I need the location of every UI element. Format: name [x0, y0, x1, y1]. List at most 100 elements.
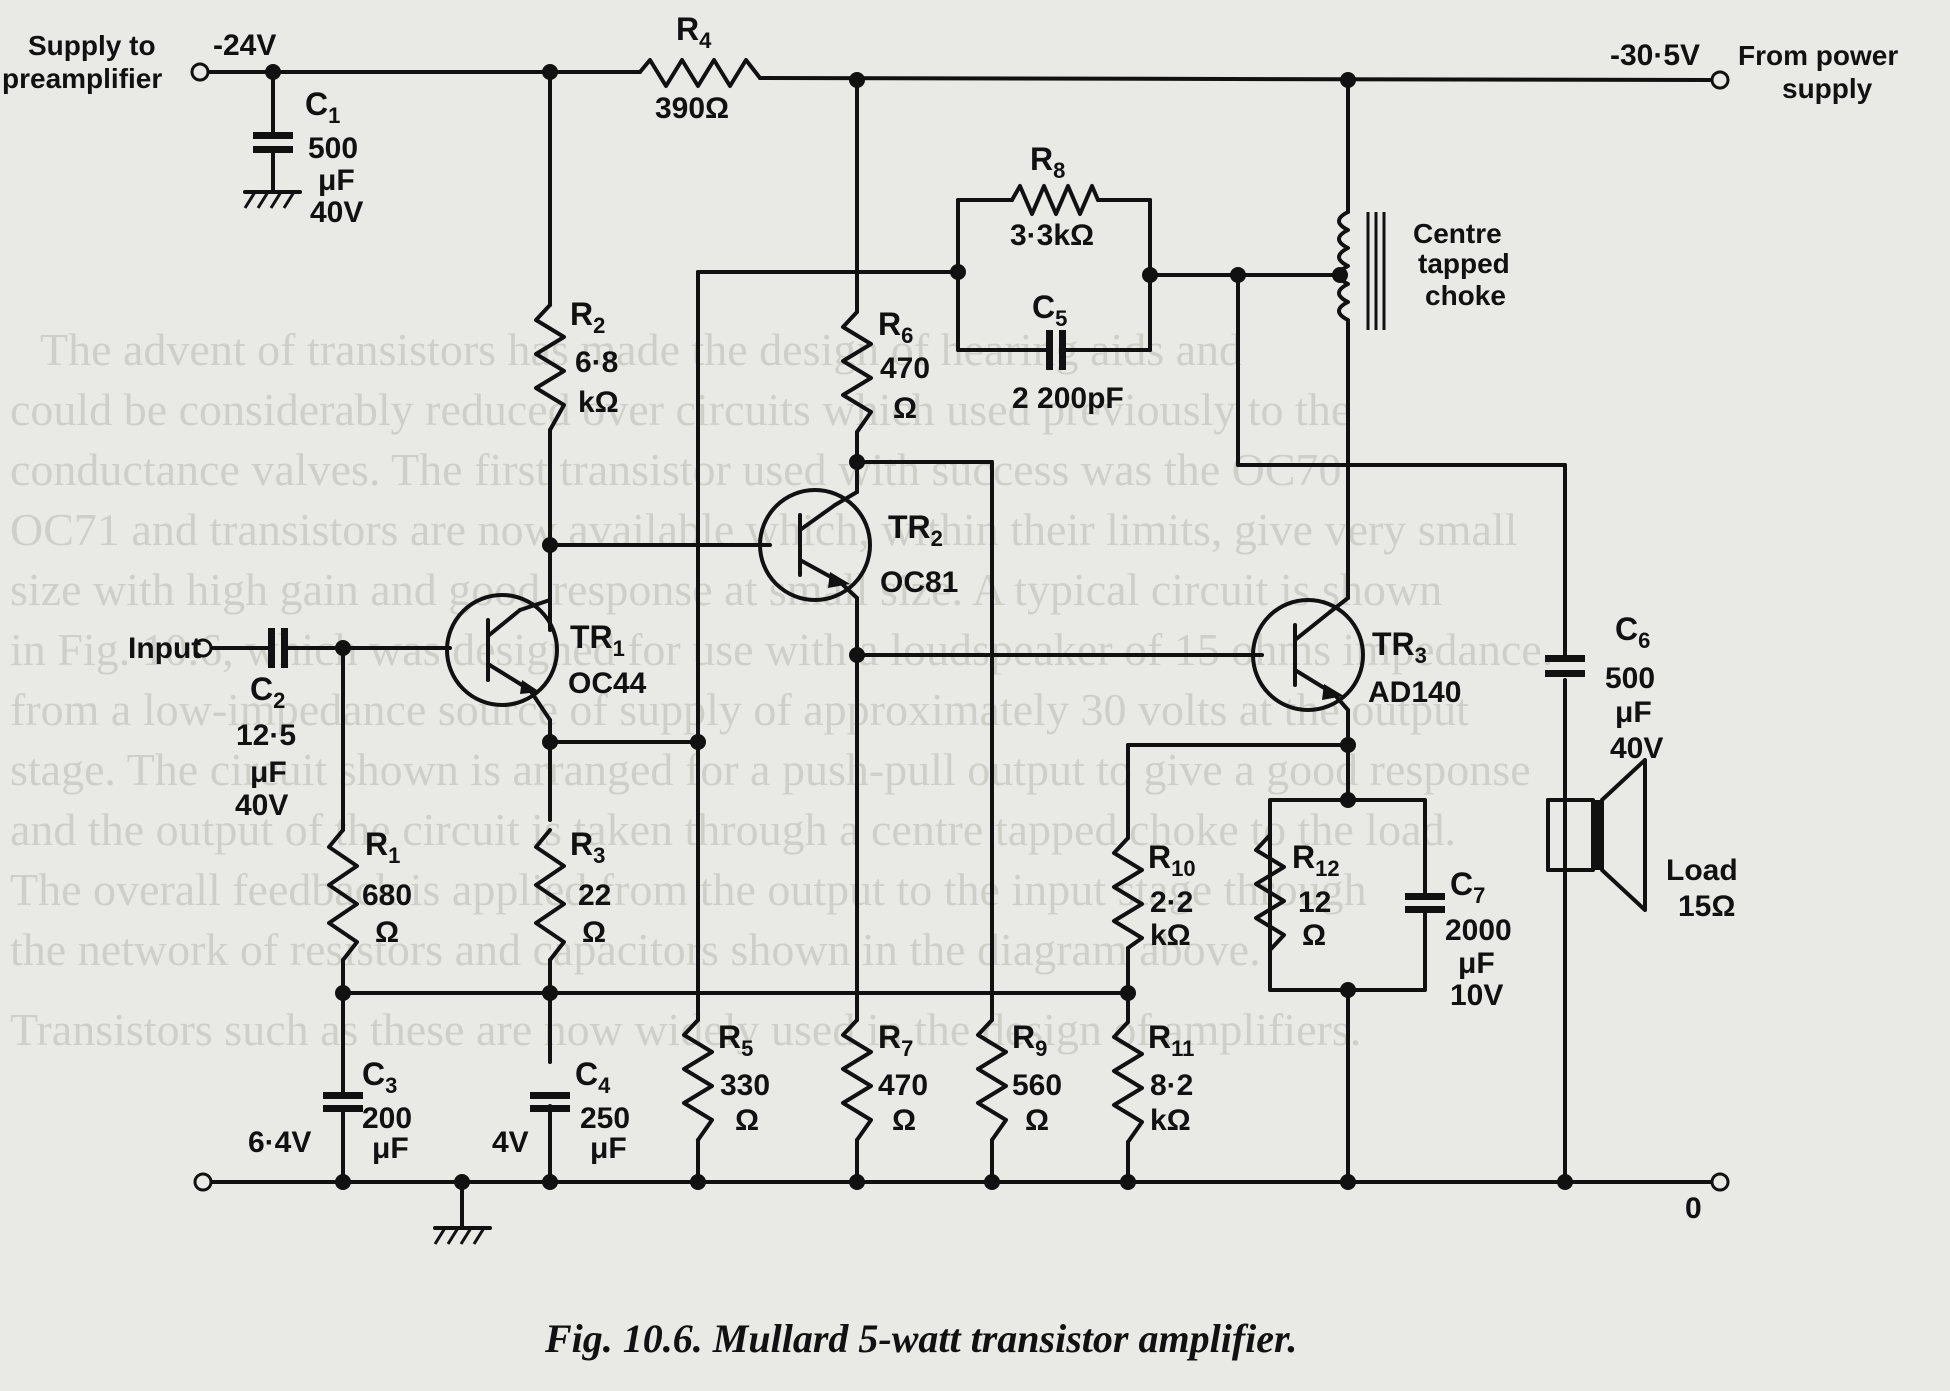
bg-line: Transistors such as these are now widely… [10, 1004, 1361, 1055]
r11-value: 8·2 [1150, 1069, 1193, 1102]
bg-line: conductance valves. The first transistor… [10, 444, 1342, 495]
r8-value: 3·3kΩ [1010, 219, 1094, 252]
r12-ref: R12 [1292, 839, 1340, 881]
r6-symbol [841, 310, 873, 434]
c2-ref: C2 [250, 671, 285, 713]
bg-line: and the output of the circuit is taken t… [10, 804, 1456, 855]
tr2-type: OC81 [880, 566, 958, 599]
r1-unit: Ω [375, 916, 399, 949]
r12-unit: Ω [1302, 919, 1326, 952]
c3-ref: C3 [362, 1056, 397, 1098]
c4-unit: μF [590, 1132, 627, 1165]
c1-symbol [253, 132, 293, 153]
r6-value: 470 [880, 352, 930, 385]
c7-value: 2000 [1445, 914, 1512, 947]
supply-preamp-label: Supply to [28, 30, 156, 61]
ground-icon [243, 190, 302, 209]
c6-ref: C6 [1615, 611, 1650, 653]
bg-line: could be considerably reduced over circu… [10, 384, 1351, 435]
c5-ref: C5 [1032, 289, 1067, 331]
r10-ref: R10 [1148, 839, 1196, 881]
r5-symbol [682, 1018, 714, 1142]
r3-ref: R3 [570, 826, 605, 868]
r11-ref: R11 [1148, 1019, 1194, 1061]
c5-symbol [1046, 330, 1066, 370]
c6-value: 500 [1605, 662, 1655, 695]
c2-value: 12·5 [236, 719, 296, 752]
r2-value: 6·8 [575, 346, 618, 379]
r2-unit: kΩ [578, 386, 619, 419]
r3-value: 22 [578, 879, 611, 912]
bg-line: the network of resistors and capacitors … [10, 924, 1261, 975]
c7-voltage: 10V [1450, 979, 1503, 1012]
c1-voltage: 40V [310, 196, 363, 229]
zero-label: 0 [1685, 1192, 1702, 1225]
r9-ref: R9 [1012, 1019, 1047, 1061]
bg-line: stage. The circuit shown is arranged for… [10, 744, 1531, 795]
c4-symbol [530, 1092, 570, 1112]
load-label: Load [1666, 854, 1738, 887]
r3-unit: Ω [582, 916, 606, 949]
ground-icon [433, 1226, 492, 1245]
terminal-labels: Supply to preamplifier -24V -30·5V From … [2, 29, 1898, 1225]
r11-symbol [1112, 1020, 1144, 1144]
r7-value: 470 [878, 1069, 928, 1102]
r3-symbol [534, 828, 566, 962]
r8-symbol [1010, 184, 1100, 216]
r7-ref: R7 [878, 1019, 913, 1061]
r5-ref: R5 [718, 1019, 753, 1061]
voltage-neg24: -24V [213, 29, 276, 62]
c3-symbol [323, 1092, 363, 1112]
choke-label: tapped [1418, 248, 1510, 279]
c2-symbol [268, 628, 288, 668]
r10-unit: kΩ [1150, 919, 1191, 952]
tr1-ref: TR1 [570, 619, 625, 661]
transistors [445, 488, 1365, 722]
c3-value: 200 [362, 1102, 412, 1135]
tr1-type: OC44 [568, 667, 647, 700]
r12-symbol [1254, 833, 1286, 952]
supply-preamp-label: preamplifier [2, 63, 162, 94]
capacitors [253, 132, 1585, 1112]
voltage-6-4: 6·4V [248, 1126, 311, 1159]
r9-value: 560 [1012, 1069, 1062, 1102]
tr3-type: AD140 [1368, 676, 1461, 709]
voltage-4: 4V [492, 1126, 529, 1159]
c2-unit: μF [250, 756, 287, 789]
r2-symbol [534, 303, 566, 432]
r9-symbol [976, 1018, 1008, 1142]
r10-symbol [1112, 836, 1144, 950]
r1-ref: R1 [365, 826, 400, 868]
r7-symbol [841, 1018, 873, 1142]
r5-value: 330 [720, 1069, 770, 1102]
bg-line: from a low-impedance source of supply of… [10, 684, 1469, 735]
c1-unit: μF [318, 164, 355, 197]
c7-unit: μF [1458, 947, 1495, 980]
c6-unit: μF [1615, 696, 1652, 729]
tr3-symbol [1251, 596, 1365, 712]
c7-symbol [1405, 893, 1445, 913]
r5-unit: Ω [735, 1104, 759, 1137]
r11-unit: kΩ [1150, 1104, 1191, 1137]
c3-unit: μF [372, 1132, 409, 1165]
c1-value: 500 [308, 132, 358, 165]
bg-line: size with high gain and good response at… [10, 564, 1442, 615]
r4-value: 390Ω [655, 92, 729, 125]
r10-value: 2·2 [1150, 886, 1193, 919]
r6-unit: Ω [893, 392, 917, 425]
r12-value: 12 [1298, 886, 1331, 919]
voltage-neg30: -30·5V [1610, 39, 1700, 72]
wires [203, 58, 1714, 1230]
figure-caption: Fig. 10.6. Mullard 5-watt transistor amp… [544, 1316, 1297, 1361]
load-value: 15Ω [1678, 890, 1735, 923]
choke-label: choke [1425, 280, 1506, 311]
input-label: Input [128, 632, 201, 665]
component-labels: R4 390Ω C1 500 μF 40V R8 3·3kΩ C5 2 200p… [235, 11, 1663, 1165]
from-power-label: From power [1738, 40, 1898, 71]
c1-ref: C1 [305, 86, 340, 128]
resistors [327, 184, 1286, 1144]
c5-value: 2 200pF [1012, 382, 1124, 415]
loudspeaker-icon [1546, 758, 1647, 912]
